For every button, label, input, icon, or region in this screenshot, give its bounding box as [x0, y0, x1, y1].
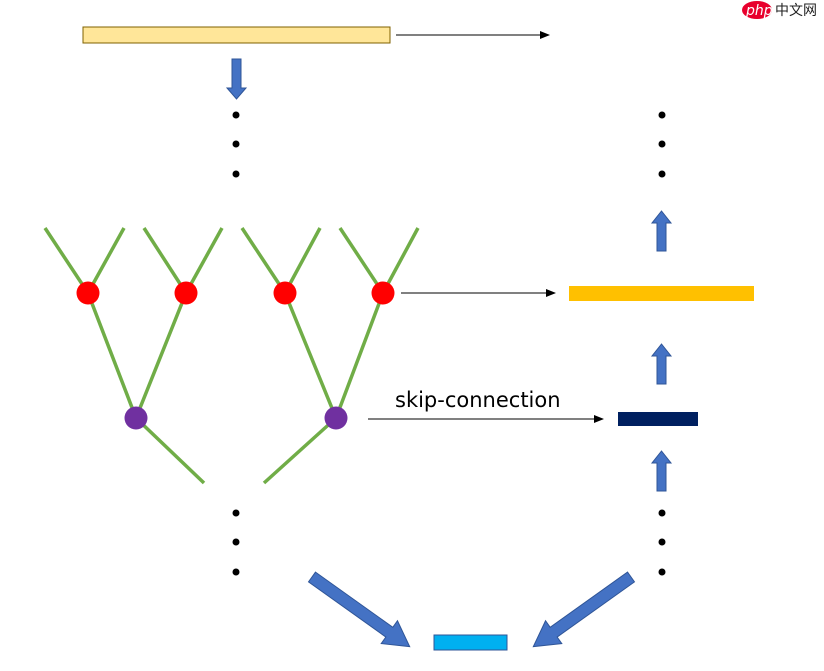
ellipsis-left-bottom [232, 509, 240, 576]
up-arrow-icon [650, 210, 673, 252]
red-node [273, 281, 297, 305]
red-node [174, 281, 198, 305]
purple-node [324, 406, 348, 430]
diagonal-arrow-right-icon [532, 571, 636, 648]
tree-branches [43, 227, 420, 485]
ellipsis-right-bottom [658, 509, 666, 576]
diagonal-arrow-left-icon [307, 571, 411, 648]
watermark-text: 中文网 [775, 3, 817, 19]
watermark-badge: php [745, 3, 773, 19]
ellipsis-left-top [232, 111, 240, 178]
up-arrow-icon [650, 450, 673, 492]
skip-connection-label: skip-connection [395, 388, 561, 412]
red-nodes [76, 281, 395, 305]
red-node [76, 281, 100, 305]
dark-bar [618, 412, 698, 426]
mid-bar [569, 286, 754, 301]
down-arrow-icon [225, 58, 248, 100]
up-arrow-icon [650, 343, 673, 385]
red-node [371, 281, 395, 305]
purple-nodes [124, 406, 348, 430]
ellipsis-right-top [658, 111, 666, 178]
watermark-logo: php 中文网 [742, 1, 817, 19]
top-bar [82, 26, 391, 44]
purple-node [124, 406, 148, 430]
bottom-bar [433, 634, 508, 651]
